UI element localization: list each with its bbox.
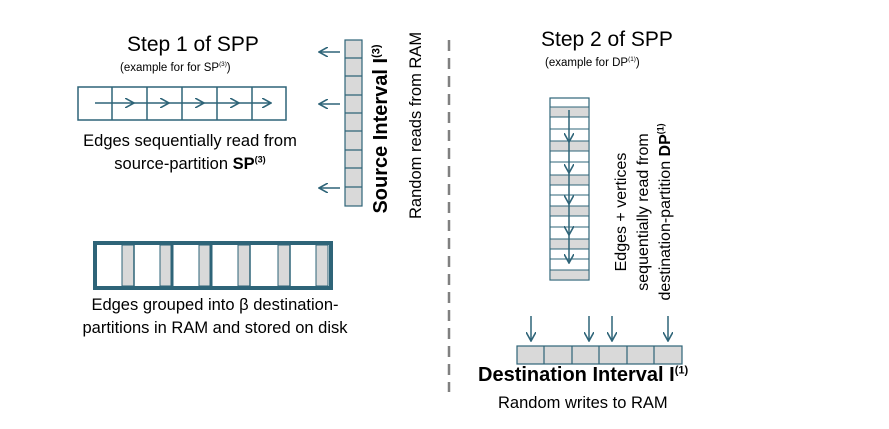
destination-interval-label: Destination Interval I(1): [478, 364, 689, 386]
random-read-arrows: [320, 52, 340, 188]
source-interval-sublabel: Random reads from RAM: [407, 31, 425, 219]
destination-interval-sublabel: Random writes to RAM: [498, 394, 668, 412]
step2-title: Step 2 of SPP: [541, 28, 673, 51]
step1-caption: Edges sequentially read from source-part…: [83, 132, 297, 173]
step1-subtitle: (example for for SP(3)): [120, 61, 231, 74]
destination-partition-caption: Edges + vertices sequentially read from …: [613, 123, 674, 301]
destination-partitions-block: [93, 241, 333, 290]
step1-title: Step 1 of SPP: [127, 33, 259, 56]
destination-partition-column: [549, 97, 590, 281]
destination-partitions-caption: Edges grouped into β destination- partit…: [82, 296, 348, 337]
destination-interval-row: [516, 345, 683, 365]
random-write-arrows: [531, 316, 668, 340]
source-partition-strip: [77, 86, 287, 121]
step2-subtitle: (example for DP(1)): [545, 56, 640, 69]
source-interval-label: Source Interval I(3): [370, 44, 392, 214]
source-interval-column: [344, 39, 363, 207]
